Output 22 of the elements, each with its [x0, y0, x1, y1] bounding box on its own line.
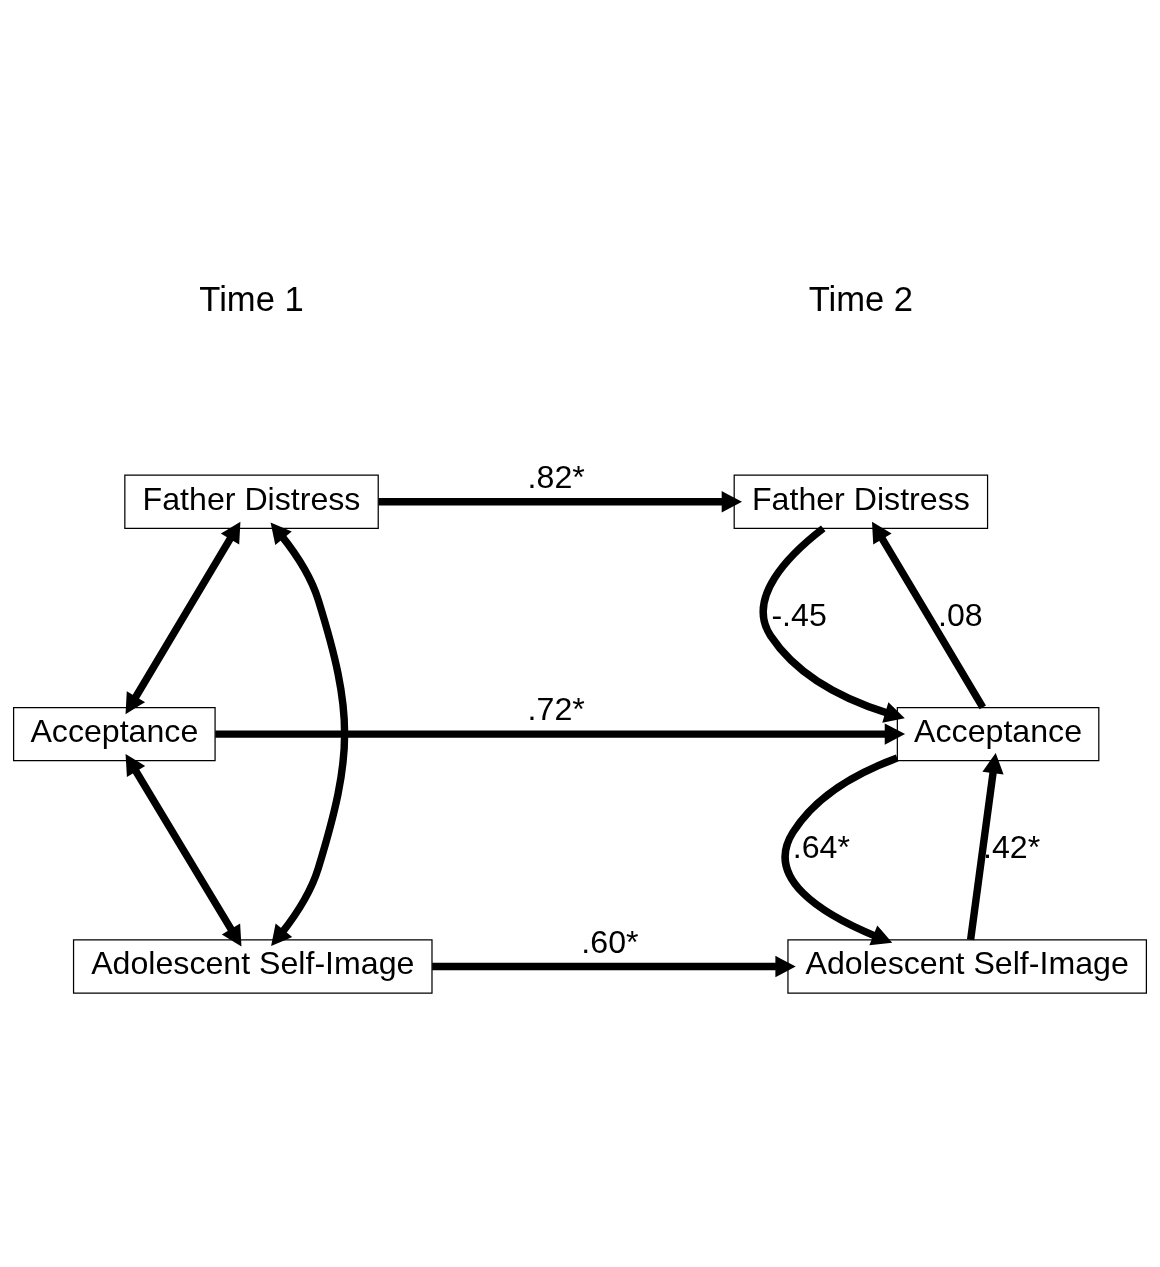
node-box: Adolescent Self-Image — [787, 938, 1147, 994]
edge-label: .08 — [938, 596, 983, 633]
arrow — [759, 524, 905, 723]
arrow — [872, 521, 986, 709]
arrow — [781, 754, 899, 945]
edge-label: .82* — [527, 458, 585, 495]
node-box: Acceptance — [896, 706, 1100, 761]
node-box: Acceptance — [13, 706, 216, 761]
node-box: Father Distress — [733, 474, 989, 529]
edge-label: .42* — [983, 828, 1041, 865]
node-box: Adolescent Self-Image — [72, 938, 433, 994]
label: Time 2 — [808, 279, 914, 318]
label: Time 1 — [199, 279, 304, 318]
edge-label: .60* — [581, 923, 639, 960]
edge-label: .72* — [527, 690, 585, 727]
arrow — [125, 521, 241, 714]
node-box: Father Distress — [124, 474, 379, 529]
edge-label: -.45 — [771, 596, 827, 633]
arrow — [125, 753, 242, 946]
arrow — [966, 752, 1004, 940]
arrow — [270, 522, 349, 946]
edge-label: .64* — [792, 828, 850, 865]
